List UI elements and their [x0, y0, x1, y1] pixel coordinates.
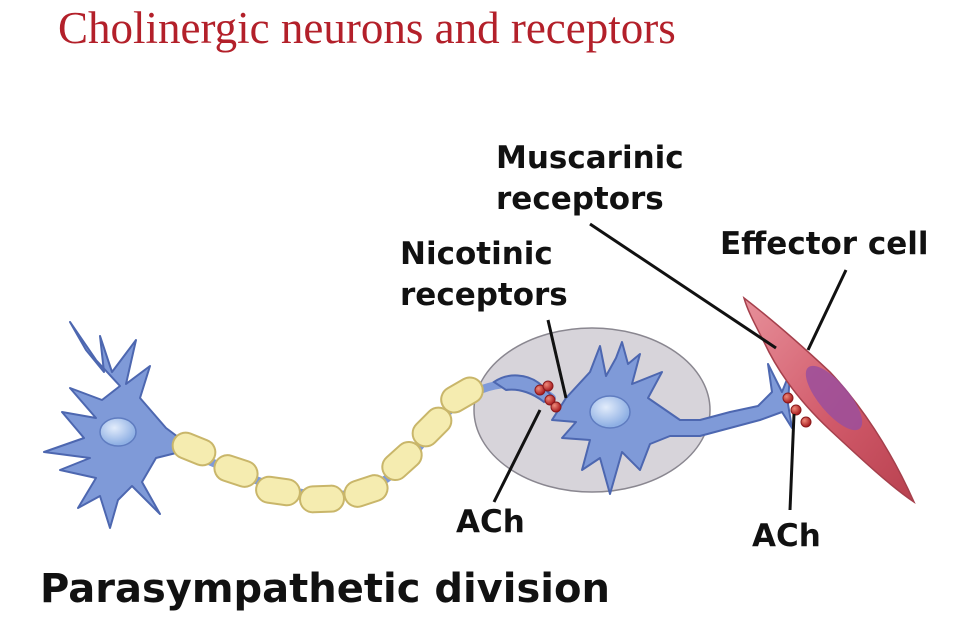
division-caption: Parasympathetic division — [40, 566, 610, 612]
ach-vesicles-ganglion — [534, 380, 562, 413]
nicotinic-receptors-label: Nicotinic receptors — [400, 236, 568, 313]
preganglionic-nucleus — [99, 417, 137, 447]
myelin-sheath — [171, 376, 484, 514]
ach-ganglion-label: ACh — [456, 504, 525, 540]
ach-effector-label: ACh — [752, 518, 821, 554]
effector-nucleus — [805, 365, 863, 431]
leader-lines — [492, 222, 848, 511]
page-title: Cholinergic neurons and receptors — [58, 3, 676, 53]
muscarinic-receptors-label: Muscarinic receptors — [496, 140, 684, 217]
effector-cell-label: Effector cell — [720, 226, 929, 262]
ach-vesicles-effector — [782, 392, 812, 428]
postganglionic-nucleus — [589, 395, 631, 429]
